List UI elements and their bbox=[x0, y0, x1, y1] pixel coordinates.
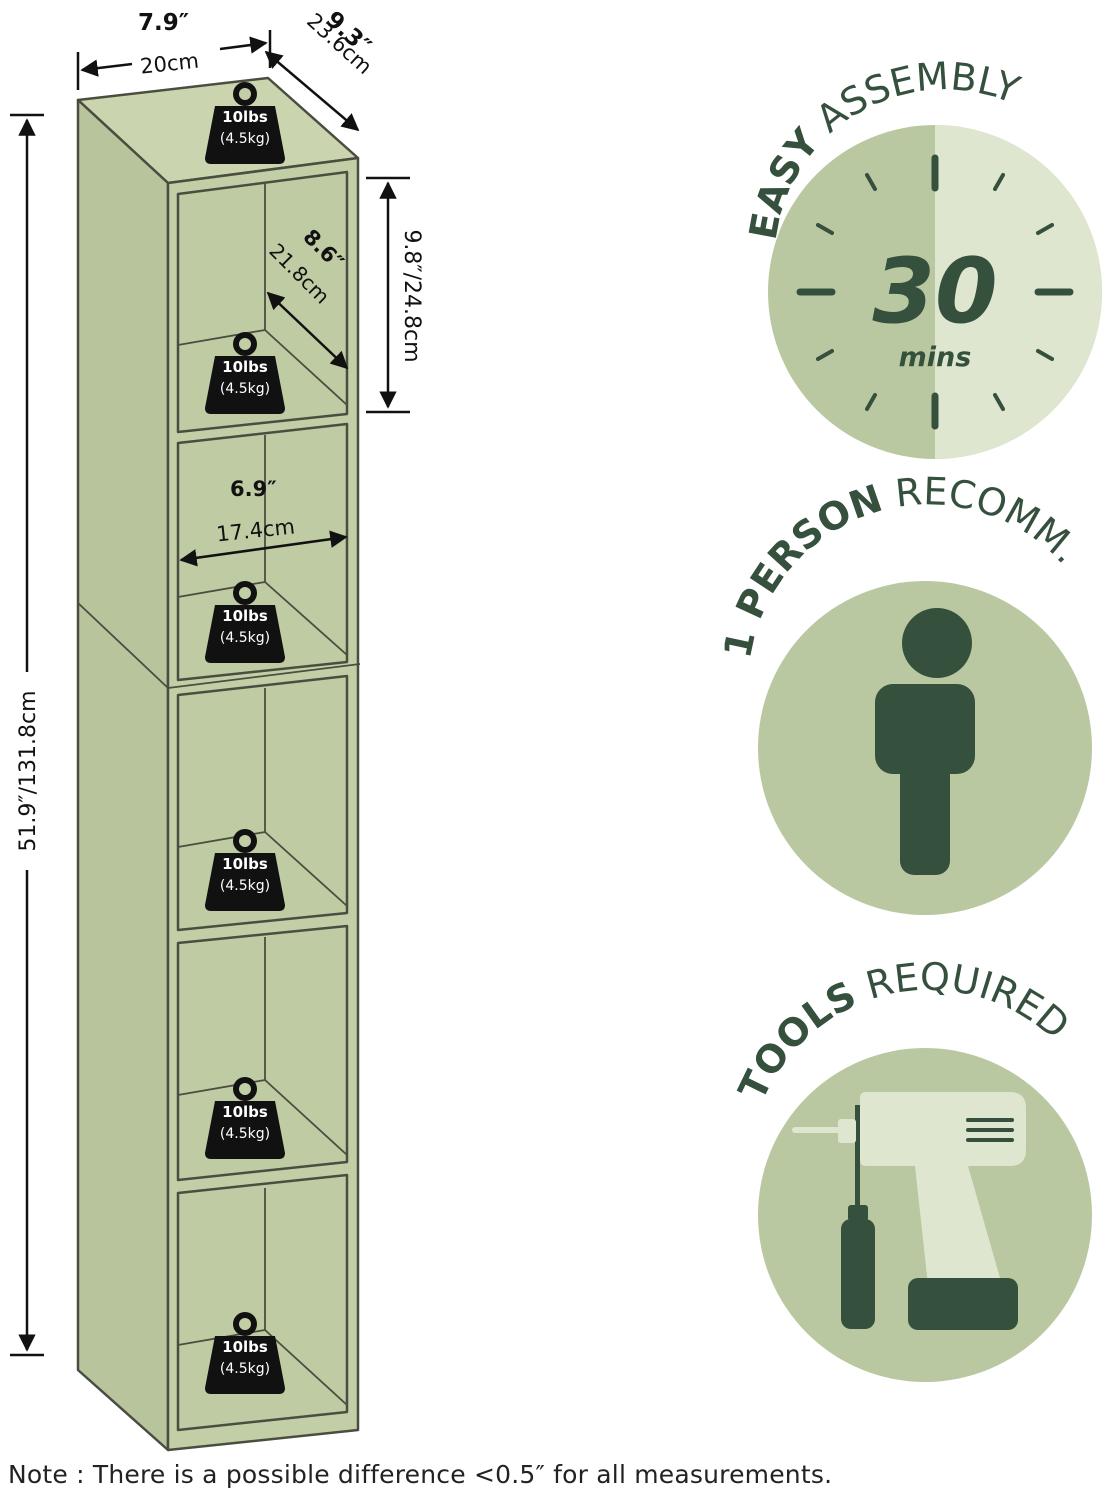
drill-icon bbox=[792, 1092, 1026, 1330]
assembly-minutes: 30 bbox=[872, 239, 997, 344]
weight-tag-line1: 10lbs bbox=[222, 607, 268, 625]
assembly-unit: mins bbox=[899, 342, 972, 373]
person-icon bbox=[875, 608, 975, 875]
weight-tag-line1: 10lbs bbox=[222, 855, 268, 873]
width-cm: 20cm bbox=[139, 49, 200, 79]
total-height-label: 51.9″/131.8cm bbox=[16, 690, 41, 851]
weight-tag: 10lbs (4.5kg) bbox=[205, 332, 285, 414]
side-panel bbox=[76, 98, 170, 1452]
weight-tag-line2: (4.5kg) bbox=[220, 381, 270, 397]
weight-tag-line1: 10lbs bbox=[222, 1103, 268, 1121]
weight-tag: 10lbs (4.5kg) bbox=[205, 82, 285, 164]
dimension-annotations bbox=[10, 30, 410, 1357]
weight-tag-line2: (4.5kg) bbox=[220, 131, 270, 147]
weight-tag-line1: 10lbs bbox=[222, 108, 268, 126]
screwdriver-icon bbox=[841, 1105, 875, 1329]
weight-tag-line2: (4.5kg) bbox=[220, 878, 270, 894]
person-badge: 1 PERSON RECOMM. bbox=[715, 469, 1092, 915]
clock-icon bbox=[796, 154, 1074, 430]
weight-tag: 10lbs (4.5kg) bbox=[205, 1077, 285, 1159]
person-heading-light: RECOMM. bbox=[893, 469, 1089, 572]
cube-height-label: 9.8″/24.8cm bbox=[399, 229, 424, 362]
weight-tags: 10lbs(4.5kg)10lbs(4.5kg)10lbs(4.5kg)10lb… bbox=[205, 82, 285, 1394]
weight-tag-line2: (4.5kg) bbox=[220, 630, 270, 646]
weight-tag: 10lbs (4.5kg) bbox=[205, 1312, 285, 1394]
assembly-time-badge: 30 mins EASY ASSEMBLY bbox=[741, 54, 1102, 459]
weight-tag-line1: 10lbs bbox=[222, 358, 268, 376]
measurement-note: Note : There is a possible difference <0… bbox=[8, 1460, 833, 1489]
weight-tag-line2: (4.5kg) bbox=[220, 1361, 270, 1377]
weight-tag-line2: (4.5kg) bbox=[220, 1126, 270, 1142]
weight-tag: 10lbs (4.5kg) bbox=[205, 829, 285, 911]
weight-tag-line1: 10lbs bbox=[222, 1338, 268, 1356]
weight-tag: 10lbs (4.5kg) bbox=[205, 581, 285, 663]
tools-badge: TOOLS REQUIRED bbox=[730, 955, 1092, 1382]
tools-heading-light: REQUIRED bbox=[861, 955, 1077, 1048]
inner-width-inches: 6.9″ bbox=[230, 477, 277, 501]
width-inches: 7.9″ bbox=[138, 10, 189, 36]
